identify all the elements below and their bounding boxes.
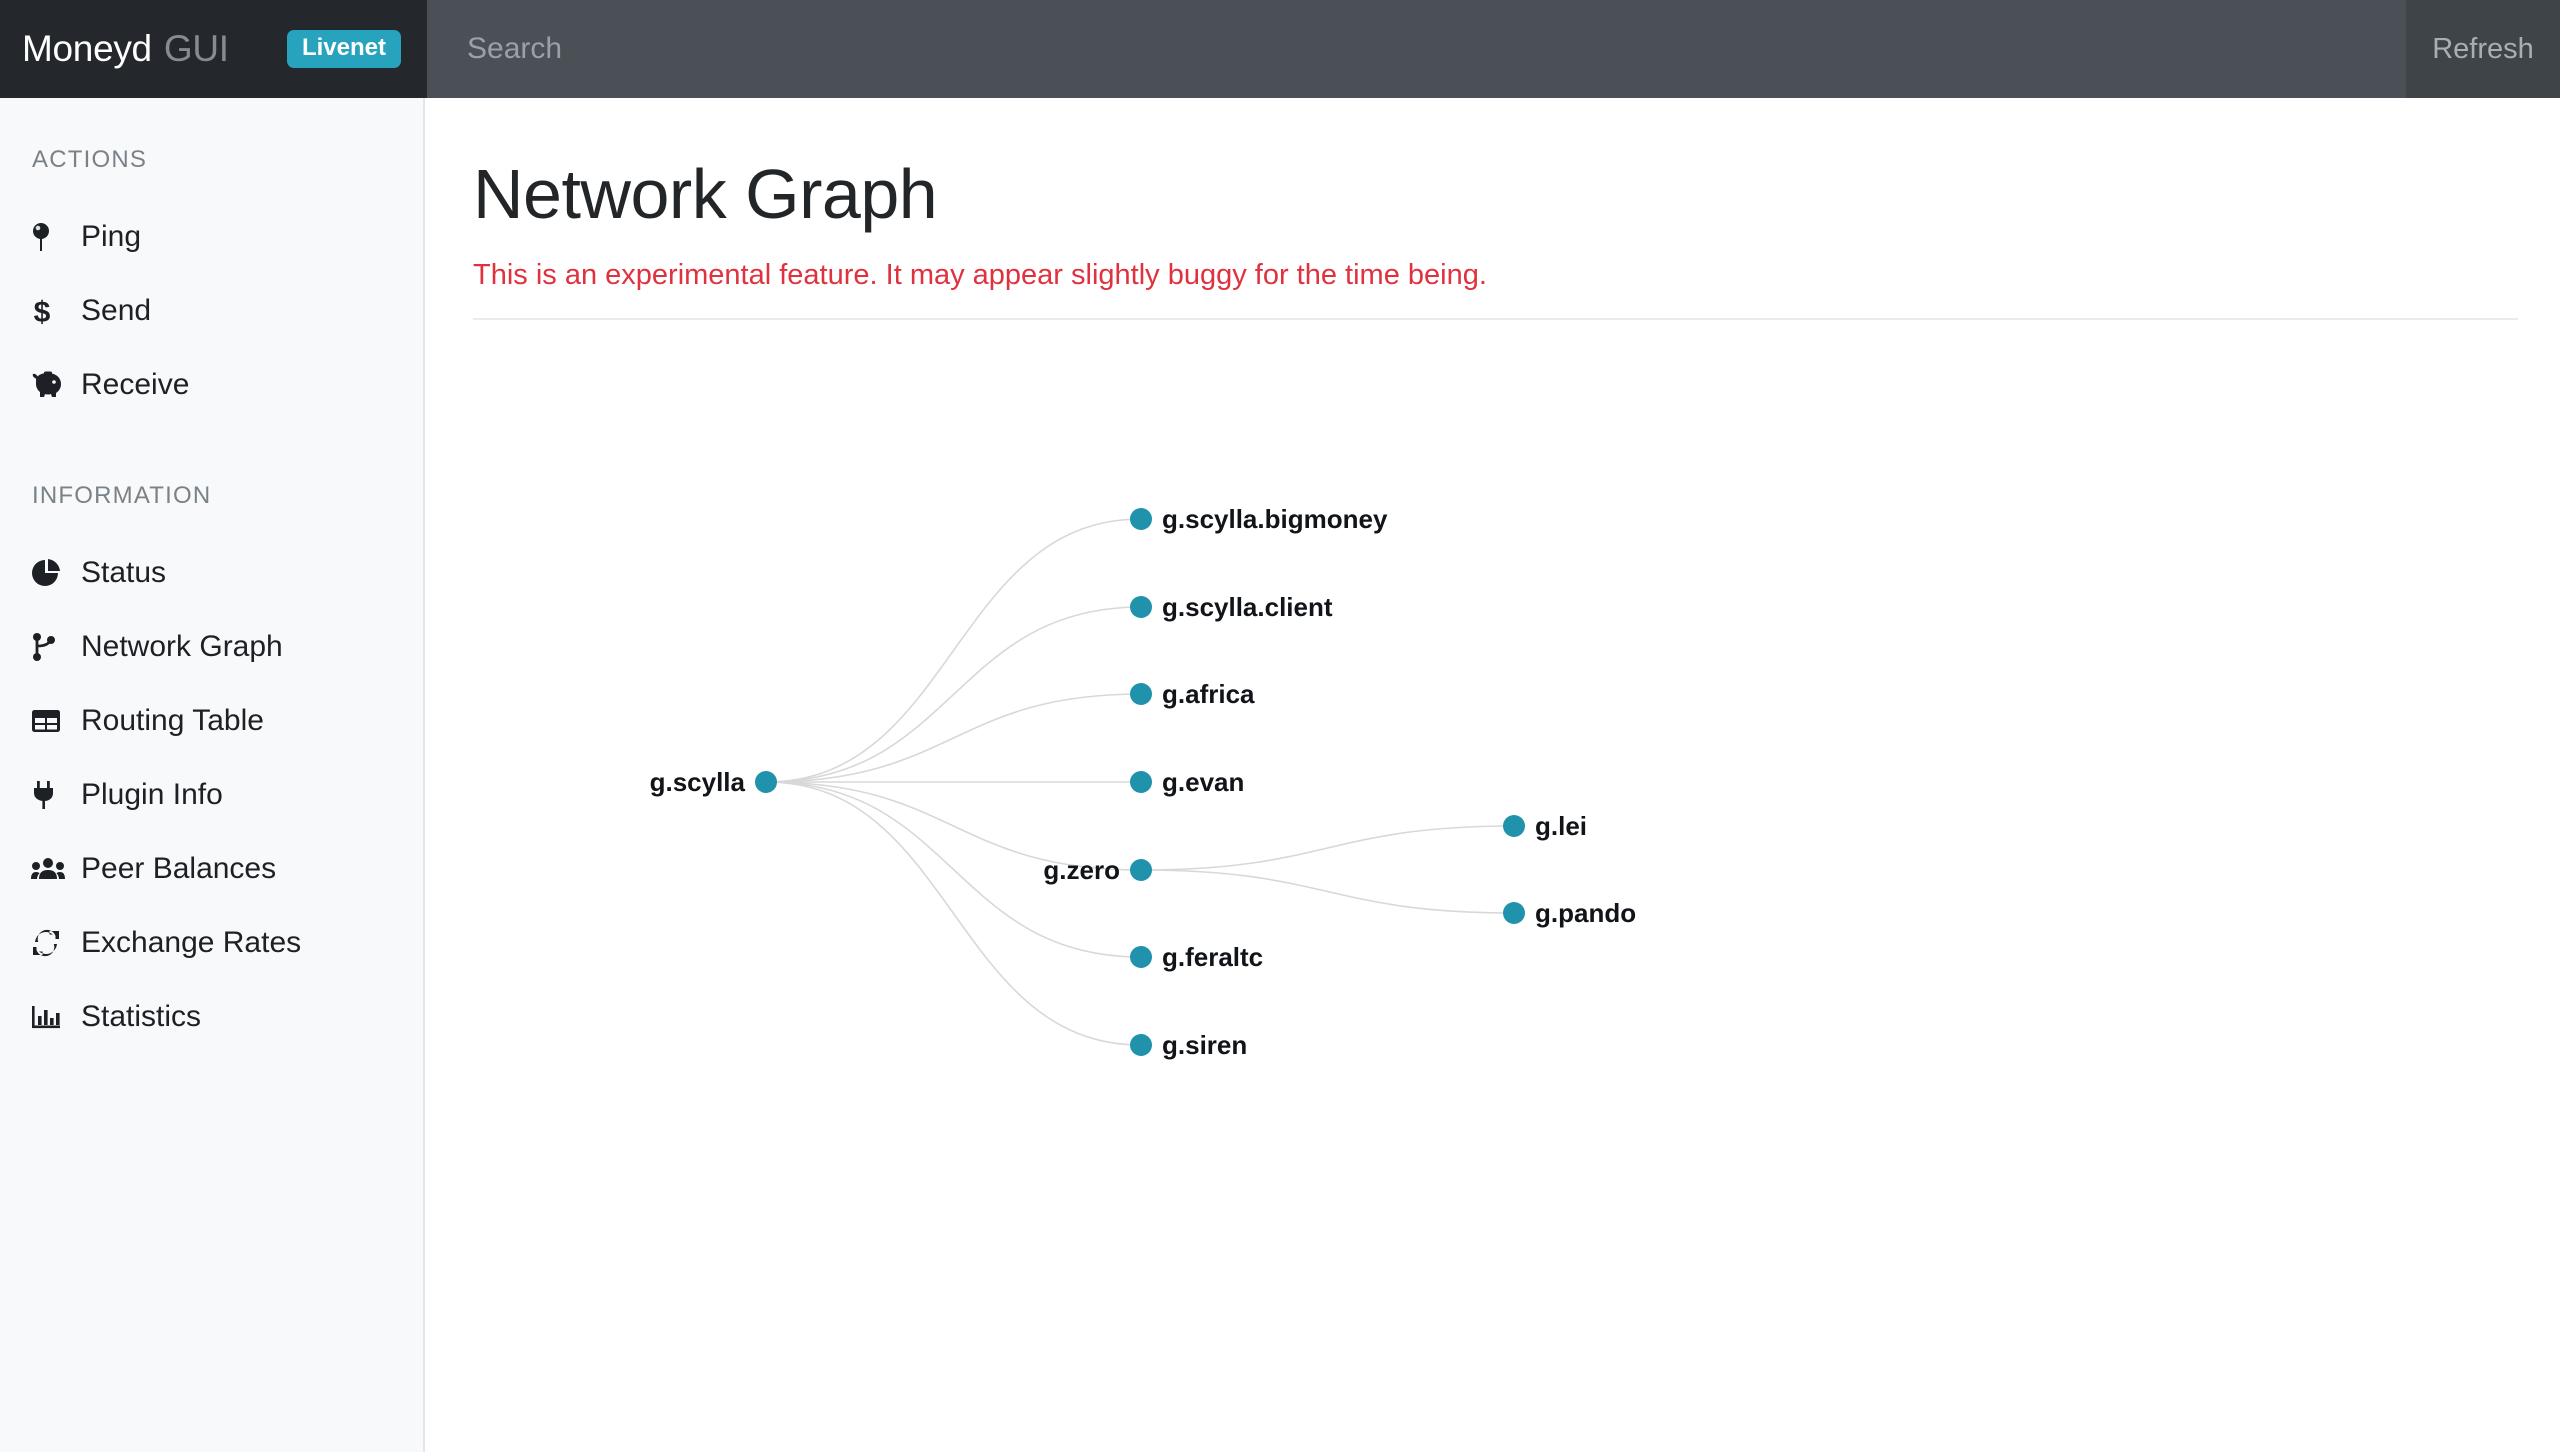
graph-link (765, 780, 1142, 958)
graph-links (765, 517, 1515, 1046)
graph-link (765, 780, 1142, 1046)
graph-node-circle[interactable] (1130, 770, 1152, 793)
network-graph-canvas[interactable]: g.scylla g.scylla.bigmoney g.scylla.client… (473, 320, 2518, 1400)
network-graph-svg[interactable]: g.scylla g.scylla.bigmoney g.scylla.client… (473, 320, 2518, 1400)
sidebar: ACTIONS Ping $ Send (0, 98, 425, 1452)
sidebar-item-exchange-rates[interactable]: Exchange Rates (0, 906, 423, 980)
graph-node[interactable]: g.lei (1503, 811, 1587, 841)
title-divider (473, 317, 2518, 320)
search-container[interactable] (425, 0, 2406, 98)
piggy-bank-icon (31, 371, 71, 399)
top-bar: Moneyd GUI Livenet Refresh (0, 0, 2560, 98)
body-container: ACTIONS Ping $ Send (0, 98, 2560, 1452)
network-badge[interactable]: Livenet (286, 30, 401, 68)
svg-text:$: $ (34, 296, 51, 327)
graph-node[interactable]: g.africa (1130, 679, 1255, 709)
graph-node-label: g.scylla.bigmoney (1162, 504, 1388, 534)
graph-node[interactable]: g.siren (1130, 1030, 1247, 1060)
table-icon (31, 708, 71, 734)
sidebar-item-label: Routing Table (81, 704, 264, 737)
graph-link (1140, 824, 1515, 871)
sidebar-item-receive[interactable]: Receive (0, 348, 423, 422)
graph-link (765, 780, 1142, 871)
plug-icon (31, 780, 71, 810)
graph-node-label: g.feraltc (1162, 942, 1263, 972)
graph-node[interactable]: g.zero (1043, 855, 1152, 885)
graph-node-circle[interactable] (1503, 901, 1525, 924)
graph-link (765, 517, 1142, 783)
sidebar-item-statistics[interactable]: Statistics (0, 980, 423, 1054)
brand-block[interactable]: Moneyd GUI Livenet (0, 0, 425, 98)
graph-node[interactable]: g.pando (1503, 898, 1636, 928)
page-title: Network Graph (473, 155, 938, 233)
search-input[interactable] (427, 0, 2406, 98)
graph-node[interactable]: g.scylla.bigmoney (1130, 504, 1388, 534)
bar-chart-icon (31, 1004, 71, 1030)
graph-node-label: g.lei (1535, 811, 1587, 841)
sidebar-item-send[interactable]: $ Send (0, 274, 423, 348)
graph-link (765, 692, 1142, 783)
graph-node-circle[interactable] (1130, 1033, 1152, 1056)
graph-node-circle[interactable] (1503, 814, 1525, 837)
sidebar-item-label: Peer Balances (81, 852, 277, 885)
experimental-warning: This is an experimental feature. It may … (473, 258, 1487, 291)
brand-subtitle: GUI (163, 28, 229, 69)
main-content: Network Graph This is an experimental fe… (425, 98, 2560, 1452)
dollar-sign-icon: $ (31, 295, 71, 327)
graph-node-label: g.evan (1162, 767, 1244, 797)
sync-icon (31, 929, 71, 957)
graph-node-label: g.pando (1535, 898, 1636, 928)
sidebar-item-status[interactable]: Status (0, 536, 423, 610)
graph-node-label: g.africa (1162, 679, 1255, 709)
graph-node[interactable]: g.evan (1130, 767, 1244, 797)
graph-node[interactable]: g.scylla.client (1130, 592, 1333, 622)
graph-node-label: g.scylla.client (1162, 592, 1333, 622)
graph-node-circle[interactable] (1130, 858, 1152, 881)
graph-node-label: g.scylla (650, 767, 746, 797)
sidebar-item-routing-table[interactable]: Routing Table (0, 684, 423, 758)
sidebar-item-label: Network Graph (81, 630, 283, 663)
sidebar-item-label: Statistics (81, 1000, 202, 1033)
graph-nodes: g.scylla g.scylla.bigmoney g.scylla.client… (650, 504, 1637, 1060)
sidebar-item-plugin-info[interactable]: Plugin Info (0, 758, 423, 832)
graph-node[interactable]: g.feraltc (1130, 942, 1263, 972)
graph-link (1140, 868, 1515, 914)
sidebar-item-ping[interactable]: Ping (0, 200, 423, 274)
graph-node-circle[interactable] (1130, 945, 1152, 968)
sidebar-item-network-graph[interactable]: Network Graph (0, 610, 423, 684)
sidebar-item-label: Send (81, 294, 152, 327)
graph-node-circle[interactable] (1130, 595, 1152, 618)
graph-node-label: g.siren (1162, 1030, 1247, 1060)
sidebar-item-label: Exchange Rates (81, 926, 302, 959)
graph-node-circle[interactable] (755, 770, 777, 793)
graph-node-label: g.zero (1043, 855, 1120, 885)
brand-title: Moneyd (22, 28, 152, 69)
graph-node[interactable]: g.scylla (650, 767, 777, 797)
graph-node-circle[interactable] (1130, 507, 1152, 530)
graph-node-circle[interactable] (1130, 682, 1152, 705)
sidebar-item-peer-balances[interactable]: Peer Balances (0, 832, 423, 906)
sidebar-item-label: Ping (81, 220, 142, 253)
sidebar-item-label: Plugin Info (81, 778, 223, 811)
refresh-button[interactable]: Refresh (2406, 0, 2560, 98)
pie-chart-icon (31, 558, 71, 588)
users-icon (31, 857, 71, 881)
sidebar-item-label: Status (81, 556, 167, 589)
sidebar-heading-information: INFORMATION (32, 482, 212, 509)
map-pin-icon (31, 222, 71, 252)
sidebar-item-label: Receive (81, 368, 190, 401)
code-branch-icon (31, 632, 71, 662)
graph-link (765, 605, 1142, 783)
sidebar-heading-actions: ACTIONS (32, 146, 148, 173)
